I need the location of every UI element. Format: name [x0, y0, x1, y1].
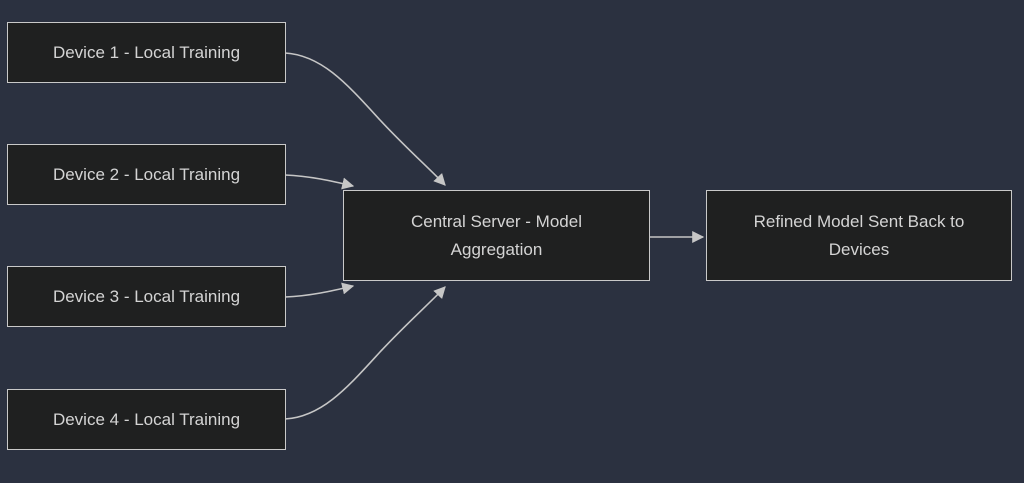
node-device1-label: Device 1 - Local Training — [52, 42, 241, 62]
node-device4-label: Device 4 - Local Training — [52, 409, 241, 429]
node-device2: Device 2 - Local Training — [7, 144, 286, 205]
edge-device2-central — [284, 174, 355, 190]
edge-device1-central — [284, 52, 446, 186]
edge-device4-central — [284, 286, 446, 420]
node-refined-model: Refined Model Sent Back to Devices — [706, 190, 1012, 281]
node-device3: Device 3 - Local Training — [7, 266, 286, 327]
node-central-server-label: Central Server - Model Aggregation — [410, 211, 582, 259]
node-device4: Device 4 - Local Training — [7, 389, 286, 450]
edge-device3-central — [284, 282, 355, 298]
node-device3-label: Device 3 - Local Training — [52, 286, 241, 306]
node-central-server: Central Server - Model Aggregation — [343, 190, 650, 281]
node-refined-model-label: Refined Model Sent Back to Devices — [753, 211, 965, 259]
node-device2-label: Device 2 - Local Training — [52, 164, 241, 184]
node-device1: Device 1 - Local Training — [7, 22, 286, 83]
